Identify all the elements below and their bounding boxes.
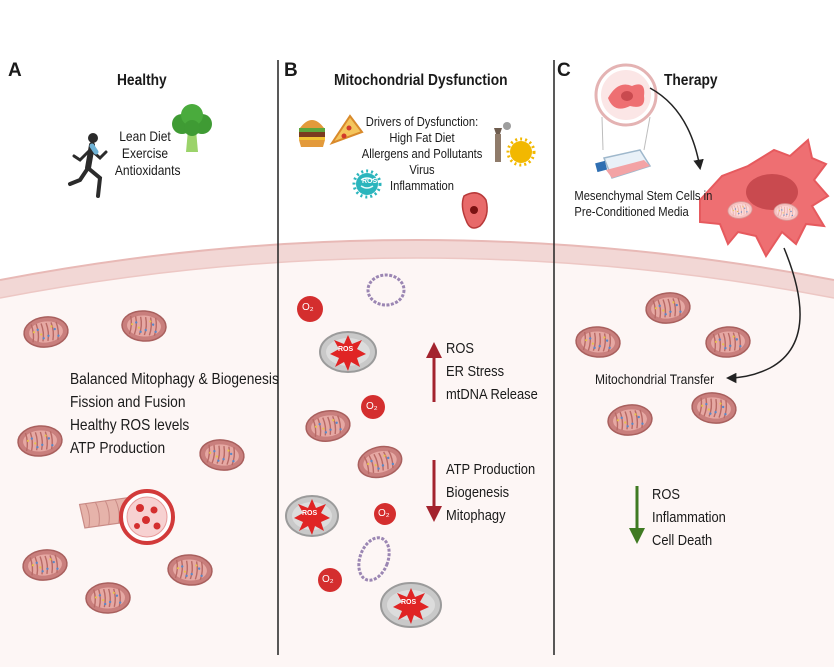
increased-item: mtDNA Release: [446, 386, 538, 403]
feature-item: Balanced Mitophagy & Biogenesis: [70, 371, 279, 388]
feature-item: Healthy ROS levels: [70, 417, 190, 434]
mitochondrion-ros: [319, 331, 377, 373]
stem-cell-caption-line: Pre-Conditioned Media: [574, 204, 689, 219]
mitochondrion: [121, 310, 167, 342]
factory-icon: [494, 122, 511, 162]
arrow-mito-transfer: [725, 247, 801, 384]
mitochondrion: [773, 203, 799, 221]
mito-transfer-label: Mitochondrial Transfer: [595, 371, 715, 387]
panel-a-title: Healthy: [117, 72, 167, 89]
burger-icon: [299, 120, 325, 147]
mitochondrion: [575, 326, 621, 358]
panel-c-title: Therapy: [664, 72, 718, 89]
increased-list: ROS ER Stress mtDNA Release: [446, 337, 553, 406]
arrow-down-therapy: [629, 486, 645, 544]
lifestyle-list: Lean Diet Exercise Antioxidants: [110, 128, 181, 179]
mitochondrion: [607, 404, 653, 436]
runner-icon: [68, 133, 108, 198]
ros-tag: ROS: [401, 599, 417, 606]
decreased-list-b: ATP Production Biogenesis Mitophagy: [446, 458, 550, 527]
panel-b-letter: B: [284, 60, 298, 81]
arrow-down-decrease: [426, 460, 442, 522]
virus-icon: [352, 169, 382, 199]
mitochondrion: [85, 582, 131, 614]
superoxide-label: O₂: [322, 574, 334, 585]
mitochondrion: [167, 554, 213, 586]
mitophagy-illustration: [78, 489, 175, 545]
culture-flask-icon: [595, 149, 652, 179]
mitochondrion: [357, 445, 403, 479]
superoxide-label: O₂: [366, 401, 378, 412]
superoxide-label: O₂: [302, 302, 314, 313]
stem-cell-caption-line: Mesenchymal Stem Cells in: [574, 188, 713, 203]
mitochondrion: [705, 326, 751, 358]
lifestyle-item: Antioxidants: [114, 162, 181, 178]
driver-item: Inflammation: [389, 178, 454, 193]
mesenchymal-stem-cell: [699, 138, 830, 258]
superoxide-markers: [297, 296, 396, 592]
increased-item: ROS: [446, 340, 474, 357]
mitochondrion: [691, 392, 737, 424]
mtdna-ring: [357, 273, 406, 582]
mitochondrion: [199, 439, 245, 471]
cell-membrane: [0, 239, 834, 667]
lifestyle-item: Exercise: [121, 145, 169, 161]
driver-item: Drivers of Dysfunction:: [365, 114, 479, 129]
decreased-list-c: ROS Inflammation Cell Death: [652, 483, 738, 552]
therapy-item: Cell Death: [652, 532, 713, 549]
mitochondrion: [17, 425, 63, 457]
arrow-to-stem-cell: [649, 87, 704, 171]
mitochondria-dysfunctional: [305, 410, 403, 479]
mitochondrion: [23, 316, 69, 348]
drivers-list: Drivers of Dysfunction: High Fat Diet Al…: [352, 114, 492, 194]
mitochondrion: [22, 549, 68, 581]
decreased-item: Mitophagy: [446, 507, 506, 524]
driver-item: High Fat Diet: [389, 130, 455, 145]
mitochondrion: [727, 201, 753, 219]
superoxide-label: O₂: [378, 508, 390, 519]
feature-item: Fission and Fusion: [70, 394, 186, 411]
feature-item: ATP Production: [70, 440, 166, 457]
healthy-features-list: Balanced Mitophagy & Biogenesis Fission …: [70, 368, 313, 460]
mitochondria-transferred: [575, 292, 751, 436]
panel-a-letter: A: [8, 60, 22, 81]
lifestyle-item: Lean Diet: [119, 128, 171, 144]
mitochondrion: [645, 292, 691, 324]
mitochondria-healthy: [17, 310, 245, 614]
panel-c-letter: C: [557, 60, 571, 81]
mitochondrion-ros: [380, 582, 442, 628]
broccoli-icon: [172, 104, 212, 152]
stem-cell-magnifier: [594, 63, 658, 151]
increased-item: ER Stress: [446, 363, 505, 380]
stem-cell-caption: Mesenchymal Stem Cells in Pre-Conditione…: [566, 188, 713, 220]
driver-item: Allergens and Pollutants: [361, 146, 483, 161]
decreased-item: ATP Production: [446, 461, 536, 478]
ros-tag: ROS: [302, 510, 318, 517]
ros-tag: ROS: [338, 346, 354, 353]
pizza-icon: [329, 114, 364, 145]
pollen-icon: [506, 137, 536, 167]
inflamed-vessel-icon: [461, 192, 488, 229]
ros-tag: ROS: [362, 178, 378, 185]
panel-b-title: Mitochondrial Dysfunction: [334, 72, 508, 89]
therapy-item: Inflammation: [652, 509, 726, 526]
arrow-up-increase: [426, 342, 442, 402]
mitochondrion: [305, 410, 351, 442]
driver-item: Virus: [409, 162, 435, 177]
decreased-item: Biogenesis: [446, 484, 510, 501]
mitochondrion-ros: [285, 495, 339, 537]
therapy-item: ROS: [652, 486, 680, 503]
